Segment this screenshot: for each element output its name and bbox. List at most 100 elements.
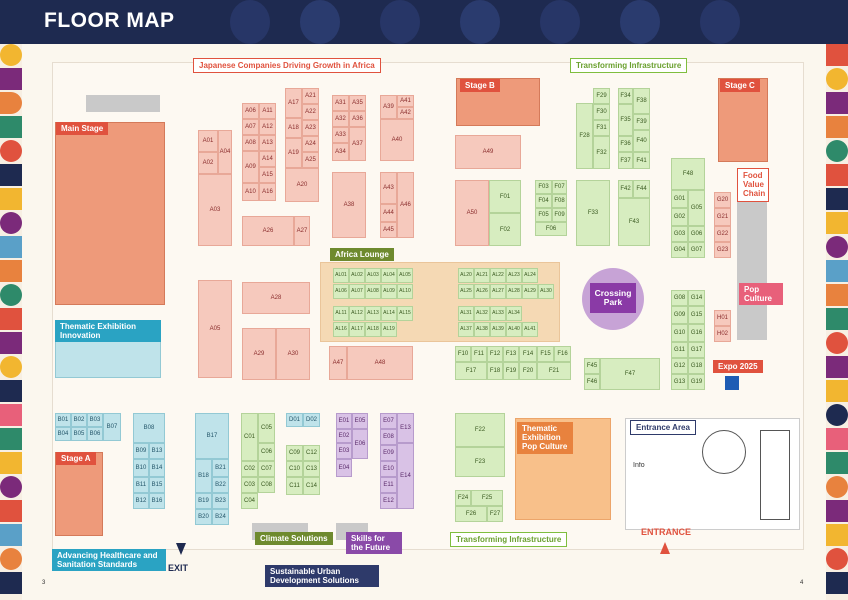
booth-AL07[interactable]: AL07	[349, 284, 365, 299]
booth-A38[interactable]: A38	[332, 172, 366, 238]
booth-C03[interactable]: C03	[241, 477, 258, 493]
booth-B20[interactable]: B20	[195, 509, 212, 525]
booth-E08[interactable]: E08	[380, 429, 397, 445]
booth-A14[interactable]: A14	[259, 151, 276, 167]
booth-A28[interactable]: A28	[242, 282, 310, 314]
booth-A35[interactable]: A35	[349, 95, 366, 111]
booth-B18[interactable]: B18	[195, 459, 212, 493]
booth-A37[interactable]: A37	[349, 127, 366, 161]
booth-E14[interactable]: E14	[397, 443, 414, 509]
booth-B16[interactable]: B16	[149, 493, 165, 509]
booth-E07[interactable]: E07	[380, 413, 397, 429]
booth-AL03[interactable]: AL03	[365, 268, 381, 283]
booth-F38[interactable]: F38	[633, 88, 650, 114]
booth-C13[interactable]: C13	[303, 461, 320, 477]
booth-AL22[interactable]: AL22	[490, 268, 506, 283]
booth-F25[interactable]: F25	[471, 490, 503, 506]
booth-G14[interactable]: G14	[688, 290, 705, 306]
booth-B13[interactable]: B13	[149, 443, 165, 459]
booth-AL41[interactable]: AL41	[522, 322, 538, 337]
booth-F22[interactable]: F22	[455, 413, 505, 447]
booth-F04[interactable]: F04	[535, 194, 552, 208]
booth-A07[interactable]: A07	[242, 119, 259, 135]
booth-C14[interactable]: C14	[303, 477, 320, 495]
booth-E02[interactable]: E02	[336, 429, 352, 443]
booth-A04[interactable]: A04	[218, 130, 232, 174]
booth-B06[interactable]: B06	[87, 427, 103, 441]
booth-H02[interactable]: H02	[714, 326, 731, 342]
booth-G02[interactable]: G02	[671, 208, 688, 226]
booth-A25[interactable]: A25	[302, 152, 319, 168]
booth-F48[interactable]: F48	[671, 158, 705, 190]
booth-AL26[interactable]: AL26	[474, 284, 490, 299]
booth-A21[interactable]: A21	[302, 88, 319, 104]
booth-F34[interactable]: F34	[618, 88, 633, 104]
booth-AL11[interactable]: AL11	[333, 306, 349, 321]
booth-A09[interactable]: A09	[242, 151, 259, 183]
booth-F26[interactable]: F26	[455, 506, 487, 522]
booth-C05[interactable]: C05	[258, 413, 275, 443]
booth-A16[interactable]: A16	[259, 183, 276, 201]
booth-B11[interactable]: B11	[133, 477, 149, 493]
booth-A49[interactable]: A49	[455, 135, 521, 169]
booth-AL28[interactable]: AL28	[506, 284, 522, 299]
booth-AL24[interactable]: AL24	[522, 268, 538, 283]
booth-A13[interactable]: A13	[259, 135, 276, 151]
booth-AL21[interactable]: AL21	[474, 268, 490, 283]
booth-F24[interactable]: F24	[455, 490, 471, 506]
booth-AL29[interactable]: AL29	[522, 284, 538, 299]
booth-A12[interactable]: A12	[259, 119, 276, 135]
booth-AL25[interactable]: AL25	[458, 284, 474, 299]
booth-F08[interactable]: F08	[552, 194, 567, 208]
booth-B07[interactable]: B07	[103, 413, 121, 441]
booth-A45[interactable]: A45	[380, 222, 397, 238]
booth-G15[interactable]: G15	[688, 306, 705, 324]
booth-F39[interactable]: F39	[633, 114, 650, 130]
booth-A02[interactable]: A02	[198, 152, 218, 174]
booth-AL18[interactable]: AL18	[365, 322, 381, 337]
booth-AL17[interactable]: AL17	[349, 322, 365, 337]
booth-B08[interactable]: B08	[133, 413, 165, 443]
booth-C01[interactable]: C01	[241, 413, 258, 461]
booth-B01[interactable]: B01	[55, 413, 71, 427]
booth-F35[interactable]: F35	[618, 104, 633, 136]
booth-G23[interactable]: G23	[714, 242, 731, 258]
booth-E10[interactable]: E10	[380, 461, 397, 477]
booth-F21[interactable]: F21	[537, 362, 571, 380]
main-stage-area[interactable]	[55, 122, 165, 305]
booth-A32[interactable]: A32	[332, 111, 349, 127]
booth-C06[interactable]: C06	[258, 443, 275, 461]
booth-B17[interactable]: B17	[195, 413, 229, 459]
booth-C11[interactable]: C11	[286, 477, 303, 495]
booth-AL34[interactable]: AL34	[506, 306, 522, 321]
booth-C04[interactable]: C04	[241, 493, 258, 509]
booth-A26[interactable]: A26	[242, 216, 294, 246]
booth-B10[interactable]: B10	[133, 459, 149, 477]
booth-B12[interactable]: B12	[133, 493, 149, 509]
booth-G05[interactable]: G05	[688, 190, 705, 226]
booth-G09[interactable]: G09	[671, 306, 688, 324]
booth-F37[interactable]: F37	[618, 152, 633, 169]
booth-AL04[interactable]: AL04	[381, 268, 397, 283]
booth-F16[interactable]: F16	[554, 346, 571, 362]
booth-F15[interactable]: F15	[537, 346, 554, 362]
booth-A27[interactable]: A27	[294, 216, 310, 246]
booth-D01[interactable]: D01	[286, 413, 303, 427]
booth-F23[interactable]: F23	[455, 447, 505, 477]
booth-B24[interactable]: B24	[212, 509, 229, 525]
booth-A34[interactable]: A34	[332, 143, 349, 161]
booth-F44[interactable]: F44	[633, 180, 650, 198]
booth-A47[interactable]: A47	[329, 346, 347, 380]
booth-F43[interactable]: F43	[618, 198, 650, 246]
booth-A19[interactable]: A19	[285, 138, 302, 168]
booth-B14[interactable]: B14	[149, 459, 165, 477]
booth-F11[interactable]: F11	[471, 346, 487, 362]
booth-F33[interactable]: F33	[576, 180, 610, 246]
booth-AL30[interactable]: AL30	[538, 284, 554, 299]
booth-B02[interactable]: B02	[71, 413, 87, 427]
booth-A30[interactable]: A30	[276, 328, 310, 380]
booth-G01[interactable]: G01	[671, 190, 688, 208]
booth-A01[interactable]: A01	[198, 130, 218, 152]
booth-B15[interactable]: B15	[149, 477, 165, 493]
booth-F32[interactable]: F32	[593, 136, 610, 169]
